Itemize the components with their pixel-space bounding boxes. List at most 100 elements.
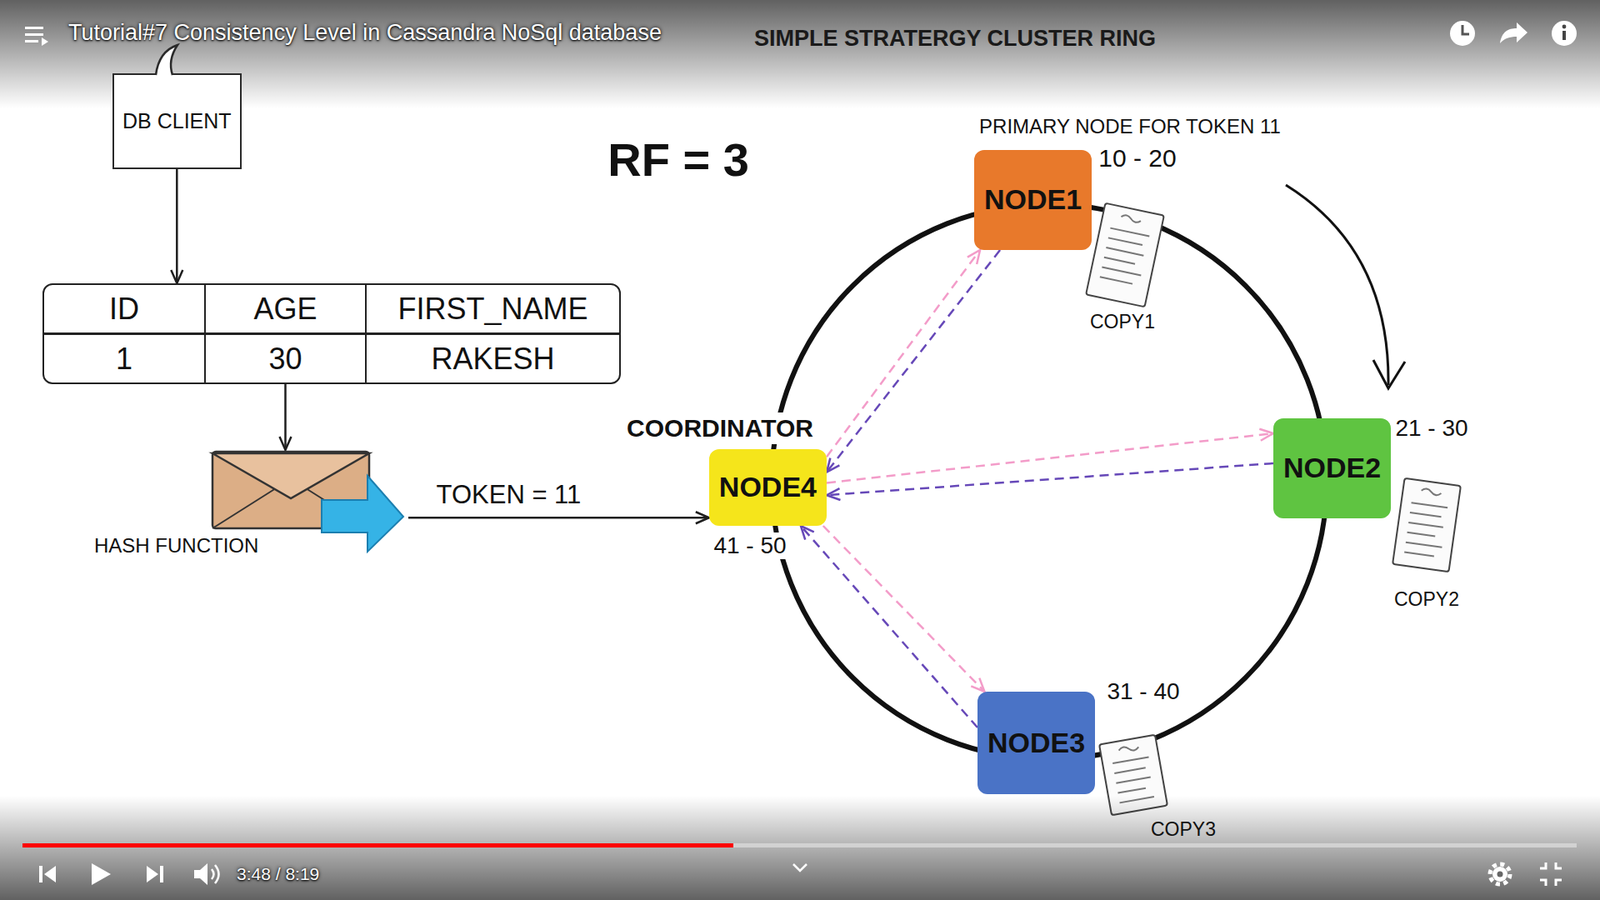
connector-arrow (823, 525, 985, 692)
connector-arrow (826, 250, 980, 457)
document-lines (1110, 743, 1156, 804)
ring-direction-arrow (1285, 185, 1389, 385)
player-bottom-shade (0, 795, 1600, 900)
volume-icon (194, 863, 220, 885)
document-icon (1392, 478, 1461, 572)
menu-icon (25, 26, 49, 46)
envelope-flap (212, 453, 370, 499)
menu-bar (25, 26, 44, 30)
connector-arrow (826, 433, 1274, 483)
table-header: AGE (205, 285, 367, 335)
settings-icon (1490, 864, 1510, 885)
connector-arrow (800, 525, 978, 728)
primary-note-box: PRIMARY NODE FOR TOKEN 11 (979, 115, 1281, 139)
info-circle (1551, 20, 1577, 46)
node-label: NODE3 (987, 726, 1085, 760)
gear-body (1492, 866, 1508, 882)
share-icon (1500, 22, 1528, 44)
progress-track (22, 843, 1577, 848)
previous-bar (39, 865, 43, 883)
previous-icon (39, 865, 56, 883)
table-header: ID (44, 285, 206, 335)
connector-arrow (284, 384, 287, 450)
gear-teeth (1490, 864, 1510, 885)
node-label: NODE2 (1283, 451, 1381, 485)
node-label: NODE1 (984, 183, 1082, 216)
token-range-box: 41 - 50 (710, 532, 790, 560)
speaker (194, 863, 208, 885)
cluster-ring (771, 204, 1327, 760)
table-cell: 30 (205, 335, 367, 383)
data-table: IDAGEFIRST_NAME 130RAKESH (42, 283, 621, 385)
diagram-title-box: SIMPLE STRATERGY CLUSTER RING (754, 25, 1156, 52)
node-box: NODE1 (974, 150, 1092, 250)
video-title: Tutorial#7 Consistency Level in Cassandr… (68, 20, 662, 46)
document-lines (1100, 212, 1153, 285)
progress-played (22, 843, 734, 848)
token-range-box: 21 - 30 (1395, 415, 1468, 442)
video-time-box: 3:48 / 8:19 (236, 864, 320, 885)
bubble-tail (150, 43, 185, 77)
table-cell: RAKESH (366, 335, 620, 383)
copy-label-box: COPY1 (1090, 310, 1155, 333)
replication-factor-box: RF = 3 (607, 133, 750, 187)
copy-label-box: COPY3 (1150, 818, 1216, 840)
clock-hands (1462, 25, 1470, 35)
menu-play (41, 37, 49, 46)
token-range-box: 10 - 20 (1098, 144, 1176, 174)
blue-arrow (321, 475, 404, 552)
node-shape: NODE4 (709, 449, 827, 526)
coordinator-node: COORDINATOR NODE4 (623, 412, 827, 526)
node-label: NODE4 (719, 470, 817, 504)
primary-note: PRIMARY NODE FOR TOKEN 11 (979, 115, 1281, 139)
previous-triangle (44, 865, 56, 883)
diagram-title: SIMPLE STRATERGY CLUSTER RING (754, 25, 1156, 52)
play-icon (91, 863, 111, 885)
table-header: FIRST_NAME (366, 285, 620, 335)
connector-arrow (826, 463, 1274, 495)
edge-label-box: TOKEN = 11 (433, 480, 585, 510)
token-range: 31 - 40 (1106, 678, 1180, 705)
bubble-tail-shape (155, 45, 178, 75)
video-title-box: Tutorial#7 Consistency Level in Cassandr… (68, 20, 662, 46)
next-bar (160, 865, 164, 883)
next-triangle (146, 865, 159, 883)
document-icon (1085, 203, 1165, 308)
token-range-box: 31 - 40 (1106, 678, 1180, 705)
node-box: NODE2 (1273, 418, 1391, 519)
document-sheet (1085, 203, 1165, 308)
copy-label-box: COPY2 (1394, 588, 1460, 610)
fullscreen-exit-icon (1540, 862, 1562, 886)
info-dot (1562, 25, 1567, 30)
watch-later-icon (1450, 20, 1475, 46)
info-stem (1562, 30, 1566, 40)
menu-bar (25, 33, 44, 36)
hash-label: HASH FUNCTION (87, 534, 259, 559)
connector-arrow (175, 169, 179, 284)
menu-bar (25, 40, 39, 43)
client-label: DB CLIENT (122, 109, 232, 134)
ring-direction-arrowhead (1373, 360, 1405, 389)
node-box: NODE3 (977, 691, 1095, 795)
token-range: 21 - 30 (1395, 415, 1468, 442)
clock-face (1450, 20, 1475, 46)
replication-factor: RF = 3 (607, 133, 750, 187)
document-lines (1404, 486, 1450, 557)
token-range: 41 - 50 (710, 532, 790, 560)
copy-label: COPY1 (1090, 310, 1155, 333)
sound-waves (211, 865, 220, 884)
video-time: 3:48 / 8:19 (236, 864, 320, 885)
connector-arrow (826, 250, 1000, 473)
gear-hole (1497, 871, 1504, 878)
client-box: DB CLIENT (112, 73, 242, 170)
next-icon (146, 865, 164, 883)
document-sheet (1392, 478, 1461, 572)
chevron-icon (793, 864, 807, 871)
table-cell: 1 (44, 335, 206, 383)
node-heading: COORDINATOR (623, 412, 817, 445)
token-range: 10 - 20 (1098, 144, 1176, 174)
info-icon (1551, 20, 1577, 46)
copy-label: COPY2 (1394, 588, 1460, 610)
